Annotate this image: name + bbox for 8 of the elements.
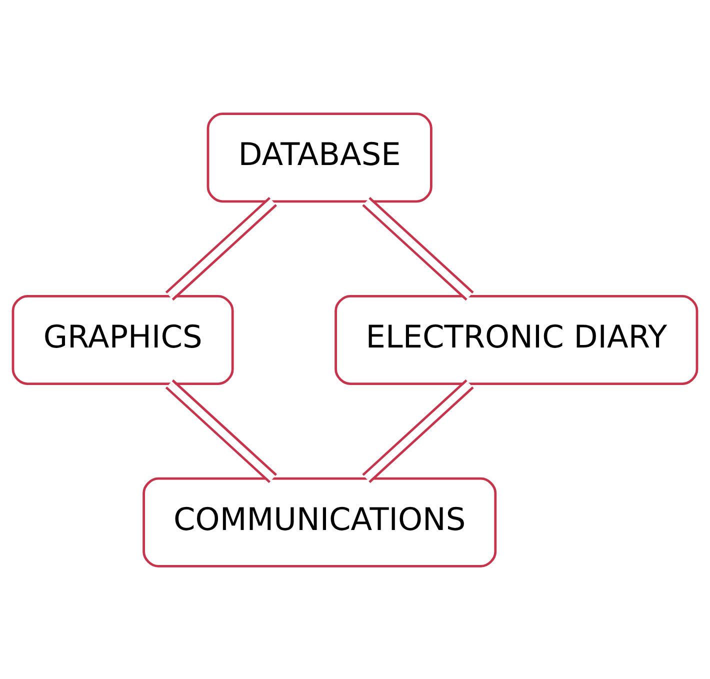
node-box: GRAPHICS bbox=[12, 294, 234, 384]
connector bbox=[362, 196, 474, 300]
node-box: DATABASE bbox=[206, 112, 432, 202]
connector bbox=[362, 378, 474, 482]
connector bbox=[165, 378, 277, 482]
node-box: ELECTRONIC DIARY bbox=[334, 294, 698, 384]
connector bbox=[165, 196, 277, 300]
node-box: COMMUNICATIONS bbox=[142, 476, 497, 567]
